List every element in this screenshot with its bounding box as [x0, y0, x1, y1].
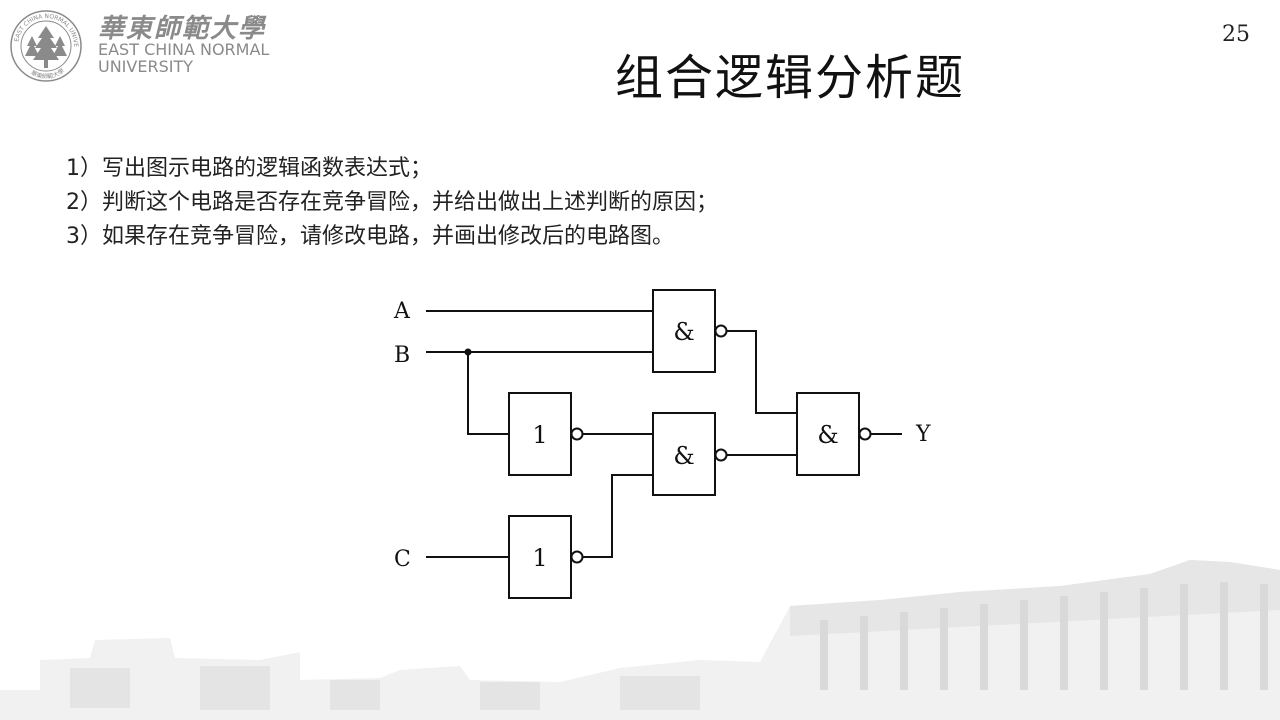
question-item-1: 1）写出图示电路的逻辑函数表达式； [66, 156, 432, 181]
question-item-2: 2）判断这个电路是否存在竞争冒险，并给出做出上述判断的原因； [66, 190, 718, 215]
not-gate-c-symbol: 1 [532, 544, 547, 572]
output-label-y: Y [915, 422, 931, 447]
inversion-bubble-not-c [570, 550, 584, 564]
wire-not-c-out [583, 474, 653, 558]
inversion-bubble-nand-top [714, 324, 728, 338]
junction-dot-b [464, 348, 472, 356]
slide-title: 组合逻辑分析题 [614, 50, 965, 106]
nand-gate-top-symbol: & [673, 318, 694, 346]
inversion-bubble-nand-middle [714, 448, 728, 462]
university-name-english-line1: EAST CHINA NORMAL [98, 40, 270, 59]
input-label-b: B [394, 343, 410, 368]
wire-nand-top-out [727, 330, 797, 414]
inversion-bubble-not-b [570, 427, 584, 441]
campus-background [0, 560, 1280, 720]
wire-b-to-not [467, 352, 509, 435]
input-label-c: C [394, 547, 411, 572]
page-number: 25 [1222, 22, 1250, 47]
university-logo: EAST CHINA NORMAL UNIVERSITY 華東師範大學 華東師範… [8, 8, 298, 82]
question-item-3: 3）如果存在竞争冒险，请修改电路，并画出修改后的电路图。 [66, 224, 674, 249]
inversion-bubble-nand-output [858, 427, 872, 441]
question-list: 1）写出图示电路的逻辑函数表达式； 2）判断这个电路是否存在竞争冒险，并给出做出… [66, 152, 718, 254]
university-name-english-line2: UNIVERSITY [98, 57, 193, 76]
not-gate-b-symbol: 1 [532, 421, 547, 449]
university-name-chinese: 華東師範大學 [98, 14, 267, 44]
university-seal-icon: EAST CHINA NORMAL UNIVERSITY 華東師範大學 [8, 8, 82, 82]
nand-gate-middle-symbol: & [673, 442, 694, 470]
nand-gate-output-symbol: & [817, 421, 838, 449]
input-label-a: A [393, 299, 411, 324]
